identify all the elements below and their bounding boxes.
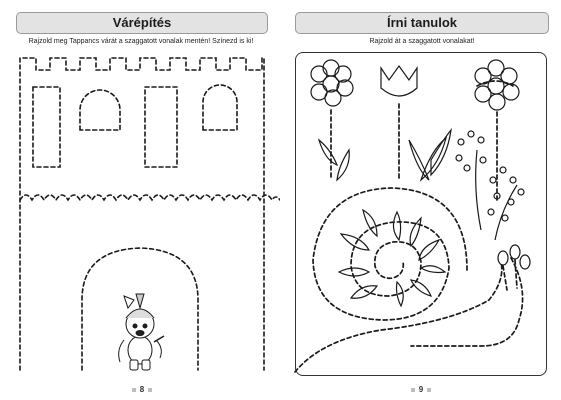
page-number-ornament [410, 387, 415, 392]
drawing-frame [295, 52, 547, 376]
antenna-dashed [502, 265, 508, 291]
flower-center-dashed [476, 80, 514, 87]
left-page: Várépítés Rajzold meg Tappancs várát a s… [0, 0, 280, 400]
leaf [317, 138, 339, 167]
castle-window [32, 86, 61, 168]
leaf [336, 148, 350, 182]
castle-tracing-drawing [19, 57, 280, 371]
castle-scallop-line [19, 194, 280, 202]
page-number: 9 [401, 385, 441, 394]
snail-flower-tracing-drawing [294, 59, 531, 373]
page-number: 8 [122, 385, 162, 394]
page-title: Várépítés [16, 12, 268, 34]
page-number-ornament [131, 387, 136, 392]
right-page: Írni tanulok Rajzold át a szaggatott von… [281, 0, 561, 400]
leaf [408, 139, 430, 181]
page-title: Írni tanulok [295, 12, 549, 34]
castle-gate [81, 247, 199, 371]
page-number-ornament [148, 387, 153, 392]
berry-branch [455, 130, 525, 241]
snail-antennae [497, 244, 531, 270]
tulip-flower [380, 64, 418, 97]
snail-shell-spiral-dashed [312, 187, 468, 321]
castle-battlements [19, 57, 265, 371]
snail-head-dashed [410, 257, 524, 347]
instruction-text: Rajzold meg Tappancs várát a szaggatott … [28, 38, 254, 45]
castle-window-arched [202, 84, 238, 131]
flower-left [310, 59, 354, 107]
antenna-dashed [514, 259, 518, 289]
instruction-text: Rajzold át a szaggatott vonalakat! [369, 38, 475, 45]
leaf [430, 127, 452, 177]
snail-shell-rays [337, 208, 447, 308]
page-number-ornament [427, 387, 432, 392]
leaf [419, 136, 448, 182]
castle-window [144, 86, 178, 168]
castle-window-arched [79, 89, 121, 131]
snail-body-dashed [294, 261, 503, 373]
knight-character [118, 293, 165, 371]
